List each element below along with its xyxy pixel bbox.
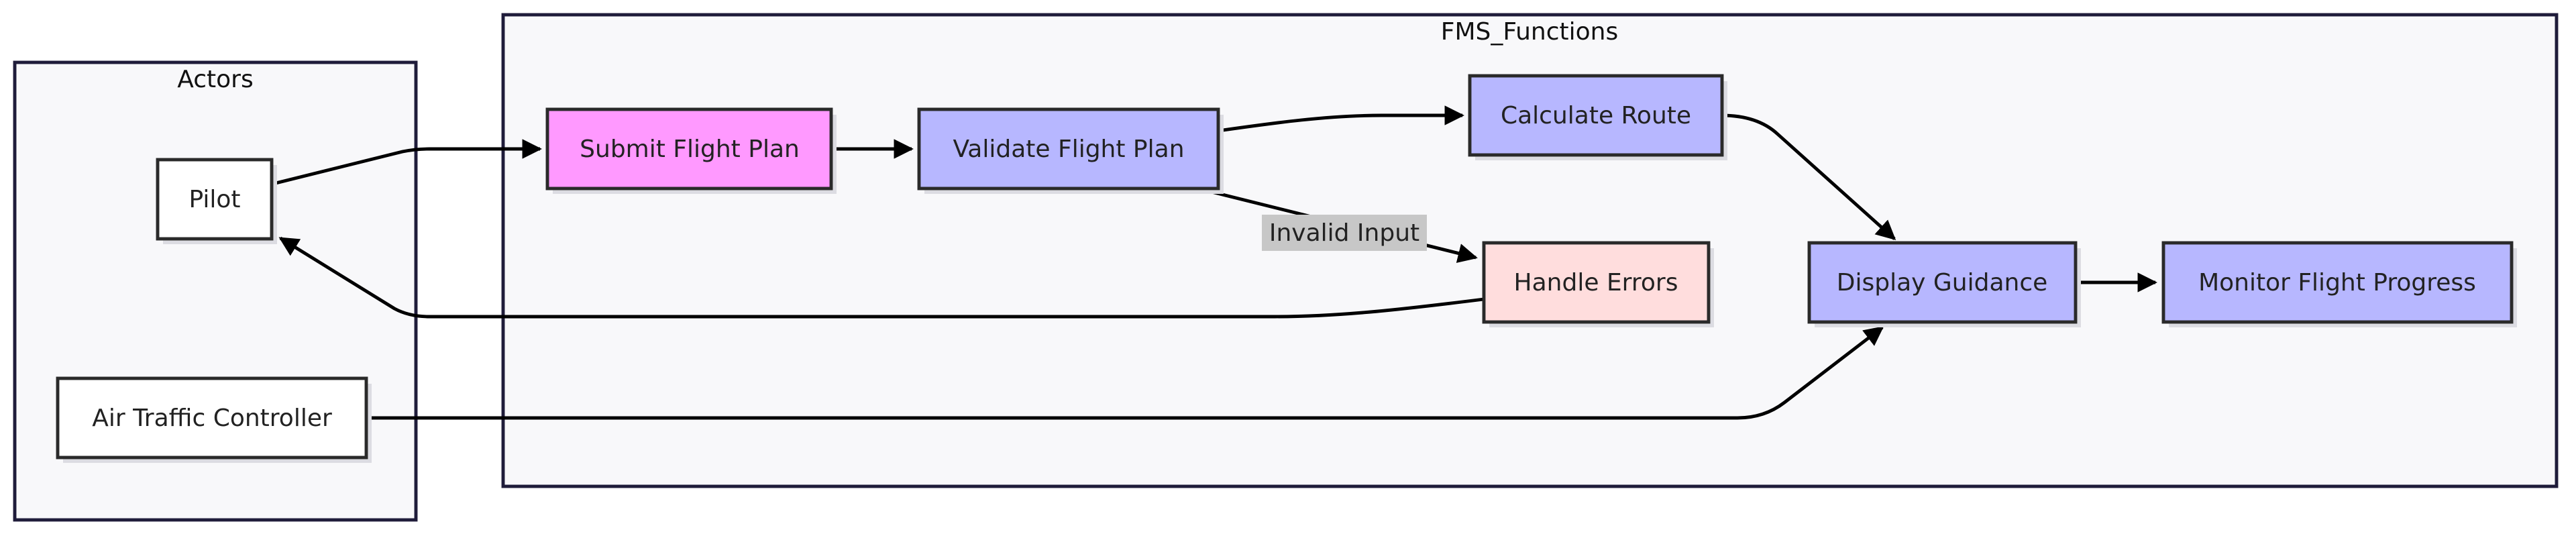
cluster-fms-label: FMS_Functions <box>1441 18 1619 46</box>
edge-validate-to-route <box>1218 105 1464 133</box>
node-validate-box <box>917 107 1220 191</box>
node-submit-box <box>545 107 833 191</box>
edge-label-background <box>1262 215 1427 251</box>
node-atc-box <box>56 376 368 460</box>
edge-route-to-guidance <box>1721 113 1896 240</box>
node-route-label: Calculate Route <box>1501 102 1691 129</box>
node-calculate-route[interactable]: Calculate Route <box>1468 74 1727 160</box>
node-monitor-label: Monitor Flight Progress <box>2198 269 2476 297</box>
edge-errors-to-pilot <box>278 236 1485 319</box>
node-atc-label: Air Traffic Controller <box>92 405 332 432</box>
node-submit-flight-plan[interactable]: Submit Flight Plan <box>545 107 837 194</box>
node-errors-box <box>1482 241 1711 324</box>
node-route-box <box>1468 74 1724 157</box>
edge-label-text: Invalid Input <box>1269 219 1419 247</box>
node-pilot[interactable]: Pilot <box>156 158 277 244</box>
node-monitor-box <box>2161 241 2514 324</box>
node-errors-label: Handle Errors <box>1514 269 1678 297</box>
node-validate-flight-plan[interactable]: Validate Flight Plan <box>917 107 1224 194</box>
node-pilot-label: Pilot <box>189 186 240 213</box>
edge-label-invalid-input: Invalid Input <box>1262 215 1427 251</box>
edge-pilot-to-submit <box>272 139 542 186</box>
node-guidance-label: Display Guidance <box>1837 269 2048 297</box>
node-guidance-box <box>1807 241 2078 324</box>
node-handle-errors[interactable]: Handle Errors <box>1482 241 1714 327</box>
node-monitor-flight-progress[interactable]: Monitor Flight Progress <box>2161 241 2517 327</box>
edge-atc-to-guidance <box>372 326 1884 420</box>
cluster-actors-label: Actors <box>177 66 253 93</box>
node-validate-label: Validate Flight Plan <box>953 136 1184 163</box>
node-submit-label: Submit Flight Plan <box>580 136 800 163</box>
node-pilot-box <box>156 158 274 241</box>
node-display-guidance[interactable]: Display Guidance <box>1807 241 2081 327</box>
node-air-traffic-controller[interactable]: Air Traffic Controller <box>56 376 372 463</box>
